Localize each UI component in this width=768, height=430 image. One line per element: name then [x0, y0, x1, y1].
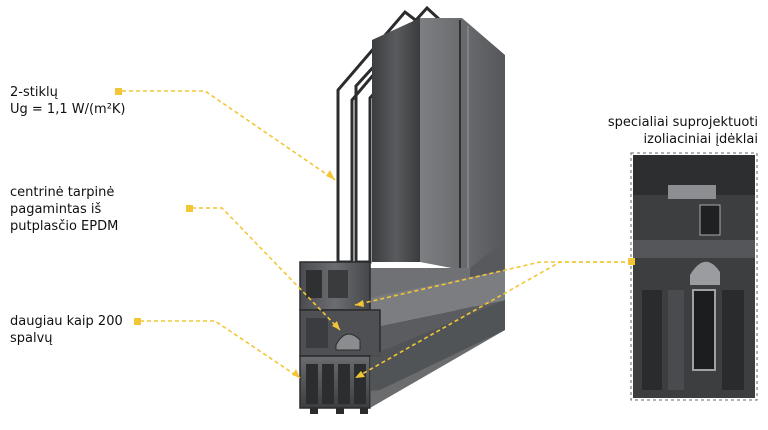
arrow-epdm	[332, 321, 340, 330]
inset-insert-2	[692, 289, 716, 371]
callout-epdm-gasket: centrinė tarpinė pagamintas iš putplasči…	[10, 185, 119, 234]
leader-inserts-b	[354, 261, 632, 379]
inset-chamber-2	[668, 290, 684, 390]
epdm-gasket	[335, 333, 361, 351]
frame-bottom-slope	[370, 300, 505, 408]
chamber-6	[338, 364, 350, 404]
leader-glass	[122, 90, 336, 181]
sash-right-face	[420, 18, 505, 270]
arrow-glass	[326, 170, 335, 180]
callout-double-glazing: 2-stiklų Ug = 1,1 W/(m²K)	[10, 85, 126, 117]
arrow-colors	[292, 369, 300, 378]
chamber-1	[306, 270, 322, 298]
insulation-detail-inset	[630, 152, 758, 401]
foot-3	[360, 408, 368, 414]
inset-insert-1	[699, 204, 721, 236]
inset-chamber-1	[642, 290, 662, 390]
inset-mid-band	[633, 240, 755, 258]
foot-2	[336, 408, 344, 414]
foot-1	[310, 408, 318, 414]
chamber-4	[306, 364, 318, 404]
leader-epdm	[192, 207, 341, 331]
callout-insulation-inserts: specialiai suprojektuoti izoliaciniai įd…	[607, 115, 758, 147]
marker-glass	[115, 88, 122, 95]
window-frame-section	[299, 5, 505, 414]
chamber-3	[306, 318, 328, 348]
sash-front-face	[372, 18, 420, 262]
inset-epdm-gasket	[690, 261, 720, 285]
inset-gasket-top	[668, 185, 716, 199]
arrow-inserts-b	[355, 371, 365, 378]
chamber-5	[322, 364, 334, 404]
chamber-2	[328, 270, 348, 298]
marker-inserts	[628, 258, 635, 265]
inset-chamber-3	[722, 290, 744, 390]
arrowheads	[292, 170, 365, 378]
marker-epdm	[186, 205, 193, 212]
chamber-7	[354, 364, 366, 404]
arrow-inserts-a	[355, 300, 364, 307]
leader-colors	[140, 320, 301, 379]
frame-bevel	[360, 270, 505, 330]
callout-color-options: daugiau kaip 200 spalvų	[10, 314, 123, 346]
inset-border	[630, 152, 758, 401]
marker-colors	[134, 318, 141, 325]
leader-lines	[122, 90, 632, 379]
